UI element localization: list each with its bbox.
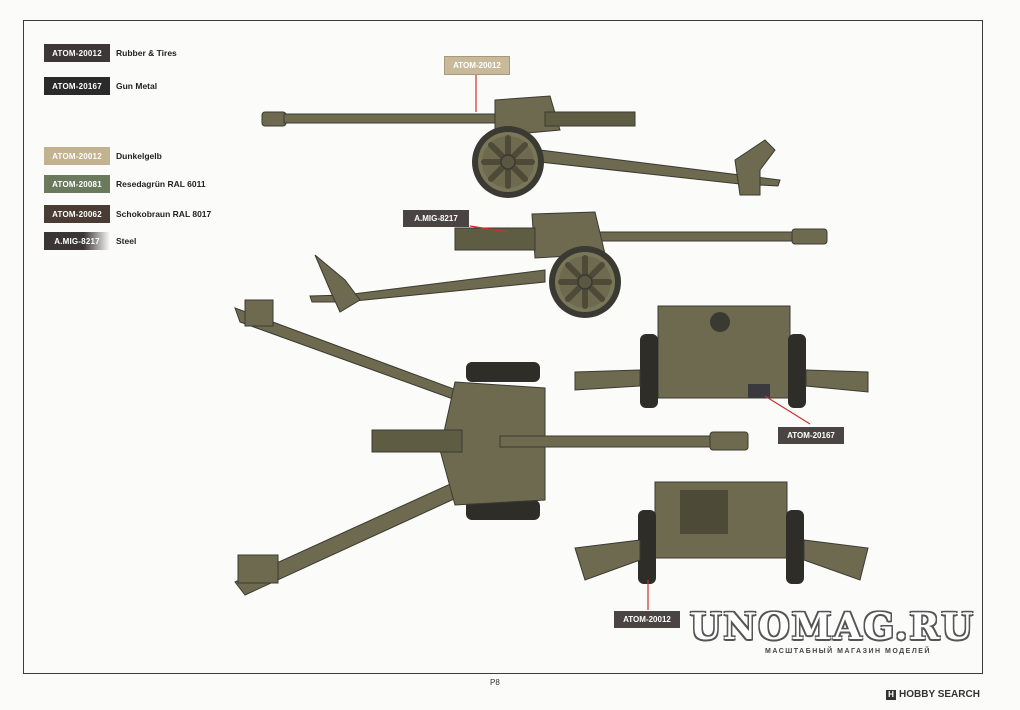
legend-item-resedagruen: ATOM-20081 Resedagrün RAL 6011 [44,175,206,193]
page-frame [23,20,983,674]
swatch-code: ATOM-20081 [44,175,110,193]
watermark-logo: UNOMAG.RU [690,606,975,648]
swatch-label: Steel [116,236,137,246]
swatch-code: ATOM-20012 [44,44,110,62]
legend-item-steel: A.MIG-8217 Steel [44,232,136,250]
swatch-label: Dunkelgelb [116,151,162,161]
legend-item-dunkelgelb: ATOM-20012 Dunkelgelb [44,147,162,165]
swatch-label: Schokobraun RAL 8017 [116,209,212,219]
callout-front: ATOM-20167 [778,427,844,444]
legend-item-schokobraun: ATOM-20062 Schokobraun RAL 8017 [44,205,211,223]
swatch-code: ATOM-20167 [44,77,110,95]
front-view [574,305,869,408]
top-view [234,299,749,596]
callout-leaders [469,72,811,610]
swatch-label: Rubber & Tires [116,48,177,58]
page-number: P8 [490,678,500,687]
swatch-label: Gun Metal [116,81,158,91]
hobby-search-credit: H HOBBY SEARCH [886,689,980,700]
legend-item-gunmetal: ATOM-20167 Gun Metal [44,77,157,95]
swatch-label: Resedagrün RAL 6011 [116,179,206,189]
watermark-tagline: МАСШТАБНЫЙ МАГАЗИН МОДЕЛЕЙ [765,648,931,655]
callout-side-top: ATOM-20012 [444,56,510,75]
swatch-code: A.MIG-8217 [44,232,110,250]
hobby-search-text: HOBBY SEARCH [899,689,980,700]
callout-side-mid: A.MIG-8217 [403,210,469,227]
rear-view [574,481,869,584]
legend-item-rubber: ATOM-20012 Rubber & Tires [44,44,177,62]
hobby-search-icon: H [886,689,896,700]
swatch-code: ATOM-20012 [44,147,110,165]
swatch-code: ATOM-20062 [44,205,110,223]
side-view-left [261,95,781,198]
side-view-right [309,211,828,318]
callout-rear: ATOM-20012 [614,611,680,628]
